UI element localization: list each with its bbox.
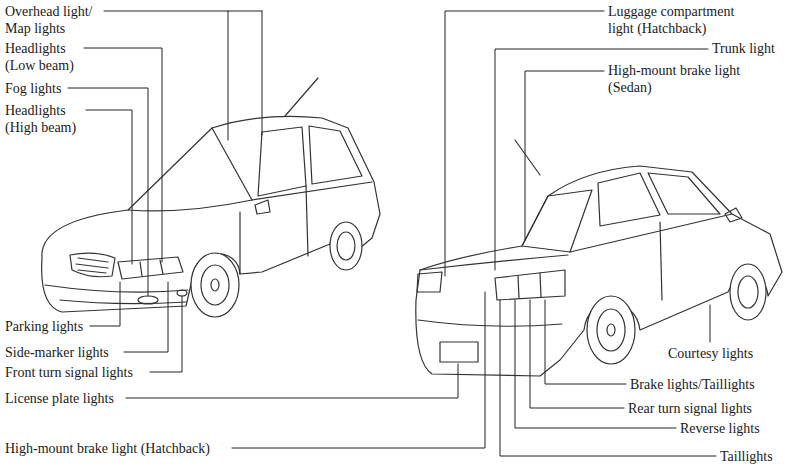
part-label: Taillights	[720, 448, 773, 465]
part-label: Headlights (Low beam)	[5, 40, 85, 74]
part-label: Rear turn signal lights	[628, 400, 752, 417]
part-label: Reverse lights	[680, 420, 760, 437]
sedan-rear-view	[416, 140, 782, 376]
sedan-front-view	[42, 78, 380, 317]
part-label: Headlights (High beam)	[5, 102, 87, 136]
part-label: Front turn signal lights	[5, 364, 133, 381]
part-label: License plate lights	[5, 390, 114, 407]
part-label: Luggage compartment light (Hatchback)	[608, 3, 758, 37]
part-label: Courtesy lights	[668, 345, 753, 362]
part-label: High-mount brake light (Hatchback)	[5, 440, 210, 457]
part-label: Overhead light/ Map lights	[5, 3, 110, 37]
part-label: Parking lights	[5, 318, 83, 335]
part-label: Fog lights	[5, 80, 61, 97]
part-label: Trunk light	[712, 40, 775, 57]
part-label: High-mount brake light (Sedan)	[608, 62, 760, 96]
part-label: Side-marker lights	[5, 344, 109, 361]
part-label: Brake lights/Taillights	[630, 376, 755, 393]
